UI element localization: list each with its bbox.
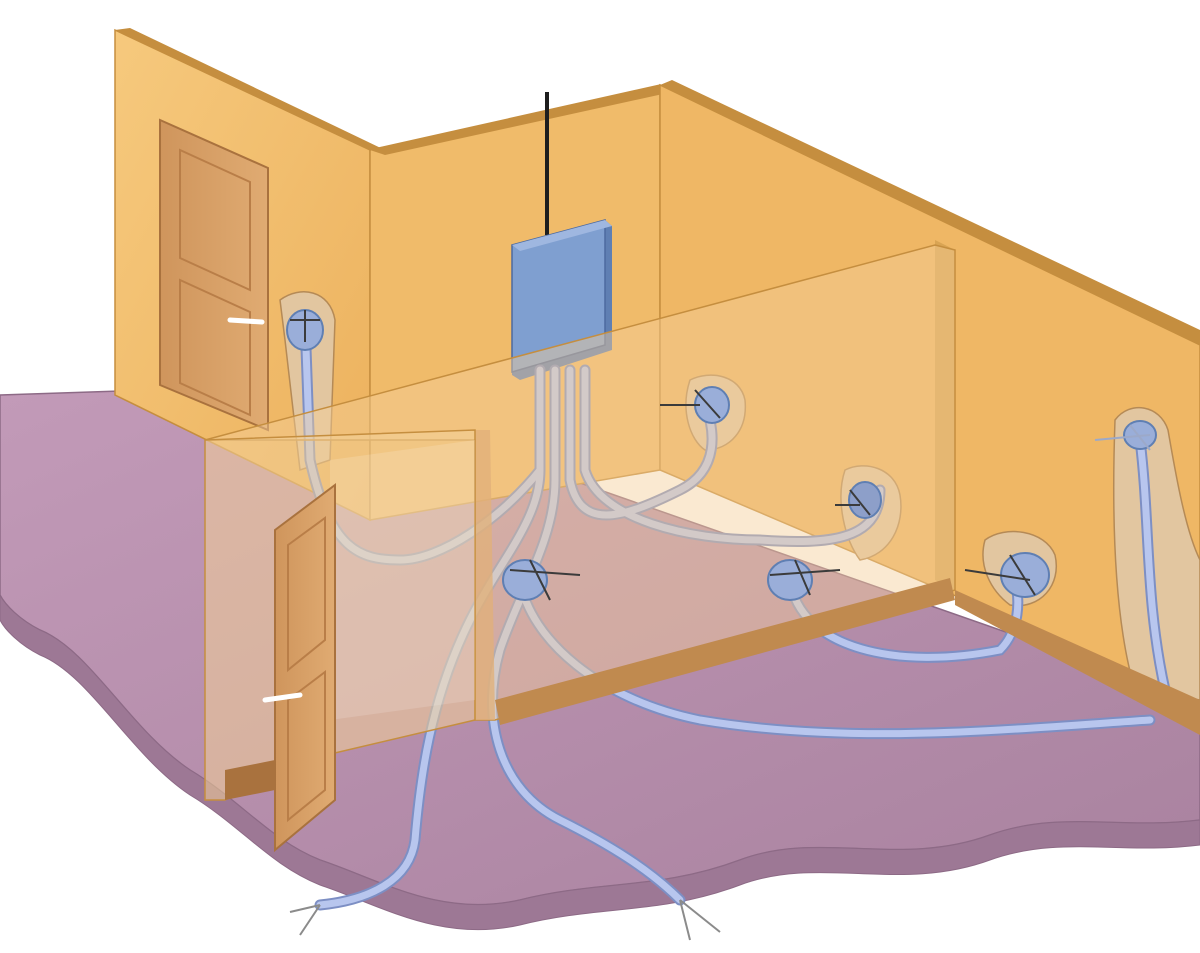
- doorway-wall: [204, 429, 476, 801]
- wire-ends: [289, 899, 721, 941]
- wire-ends-icon: [289, 899, 721, 941]
- junction-boxes: [286, 309, 1157, 601]
- back-door: [159, 118, 269, 432]
- junction-box-icon: [1094, 420, 1157, 451]
- junction-box-icon: [660, 386, 730, 424]
- junction-box-icon: [502, 559, 581, 601]
- baseboard: [495, 578, 955, 725]
- electrical-panel: [511, 92, 612, 380]
- junction-box-icon: [964, 552, 1050, 598]
- front-partition: [204, 244, 1200, 735]
- door-handle-icon: [227, 317, 265, 325]
- junction-box-icon: [286, 309, 324, 351]
- junction-box-icon: [835, 481, 882, 519]
- junction-box-icon: [767, 559, 841, 601]
- front-door: [262, 483, 336, 853]
- back-wall-right: [659, 80, 1200, 701]
- door-handle-icon: [262, 692, 303, 703]
